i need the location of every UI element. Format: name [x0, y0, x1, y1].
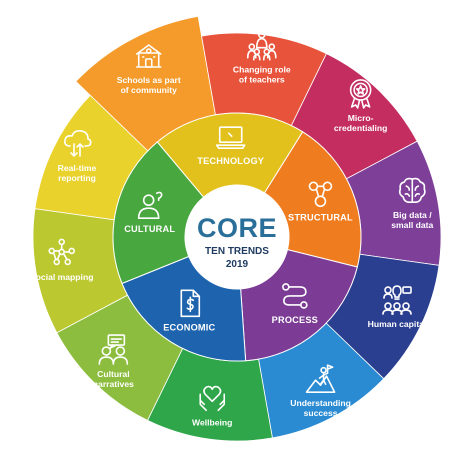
- outer-label-line: of teachers: [239, 75, 285, 85]
- social-network-icon: [48, 238, 76, 266]
- outer-label-line: Understanding: [290, 398, 351, 408]
- inner-label-process: PROCESS: [272, 315, 318, 325]
- center-badge: CORE TEN TRENDS 2019: [185, 185, 289, 289]
- center-year: 2019: [226, 259, 249, 270]
- outer-label-line: small data: [391, 220, 433, 230]
- outer-label-line: reporting: [58, 173, 96, 183]
- outer-label-line: Real-time: [58, 163, 97, 173]
- laptop-icon: [215, 126, 246, 150]
- inner-ring-labels: TECHNOLOGY STRUCTURAL PROCESS ECONOMIC CULTU…: [124, 156, 353, 332]
- badge-icon: [349, 79, 372, 109]
- icons-layer: [48, 30, 426, 412]
- outer-label-line: narratives: [93, 379, 134, 389]
- inner-label-cultural: CULTURAL: [124, 224, 175, 234]
- outer-label-line: Schools as part: [117, 75, 181, 85]
- outer-label-line: Human capital: [368, 319, 427, 329]
- center-circle: [185, 185, 289, 289]
- skills-icon: [382, 285, 412, 315]
- outer-label-line: credentialing: [334, 123, 387, 133]
- brain-icon: [398, 177, 426, 204]
- school-icon: [135, 44, 162, 68]
- outer-label-line: Wellbeing: [192, 417, 232, 427]
- process-flow-icon: [282, 283, 308, 309]
- inner-label-structural: STRUCTURAL: [288, 212, 353, 222]
- outer-label-line: Micro-: [348, 113, 374, 123]
- teacher-group-icon: [246, 30, 277, 61]
- cloud-sync-icon: [64, 130, 92, 157]
- outer-label-line: Social mapping: [30, 272, 94, 282]
- outer-label-line: Changing role: [233, 65, 291, 75]
- document-dollar-icon: [180, 289, 201, 318]
- network-icon: [308, 181, 333, 208]
- conversation-icon: [98, 334, 129, 365]
- logo-text: CORE: [197, 213, 277, 243]
- inner-label-technology: TECHNOLOGY: [197, 156, 264, 166]
- center-subtitle: TEN TRENDS: [205, 246, 269, 257]
- summit-flag-icon: [305, 364, 336, 393]
- outer-label-line: of community: [121, 85, 178, 95]
- outer-label-line: success: [304, 408, 338, 418]
- inner-label-economic: ECONOMIC: [163, 322, 215, 332]
- person-question-icon: [137, 191, 163, 220]
- outer-label-line: Cultural: [97, 369, 129, 379]
- hands-heart-icon: [199, 385, 226, 412]
- outer-label-line: Big data /: [393, 210, 432, 220]
